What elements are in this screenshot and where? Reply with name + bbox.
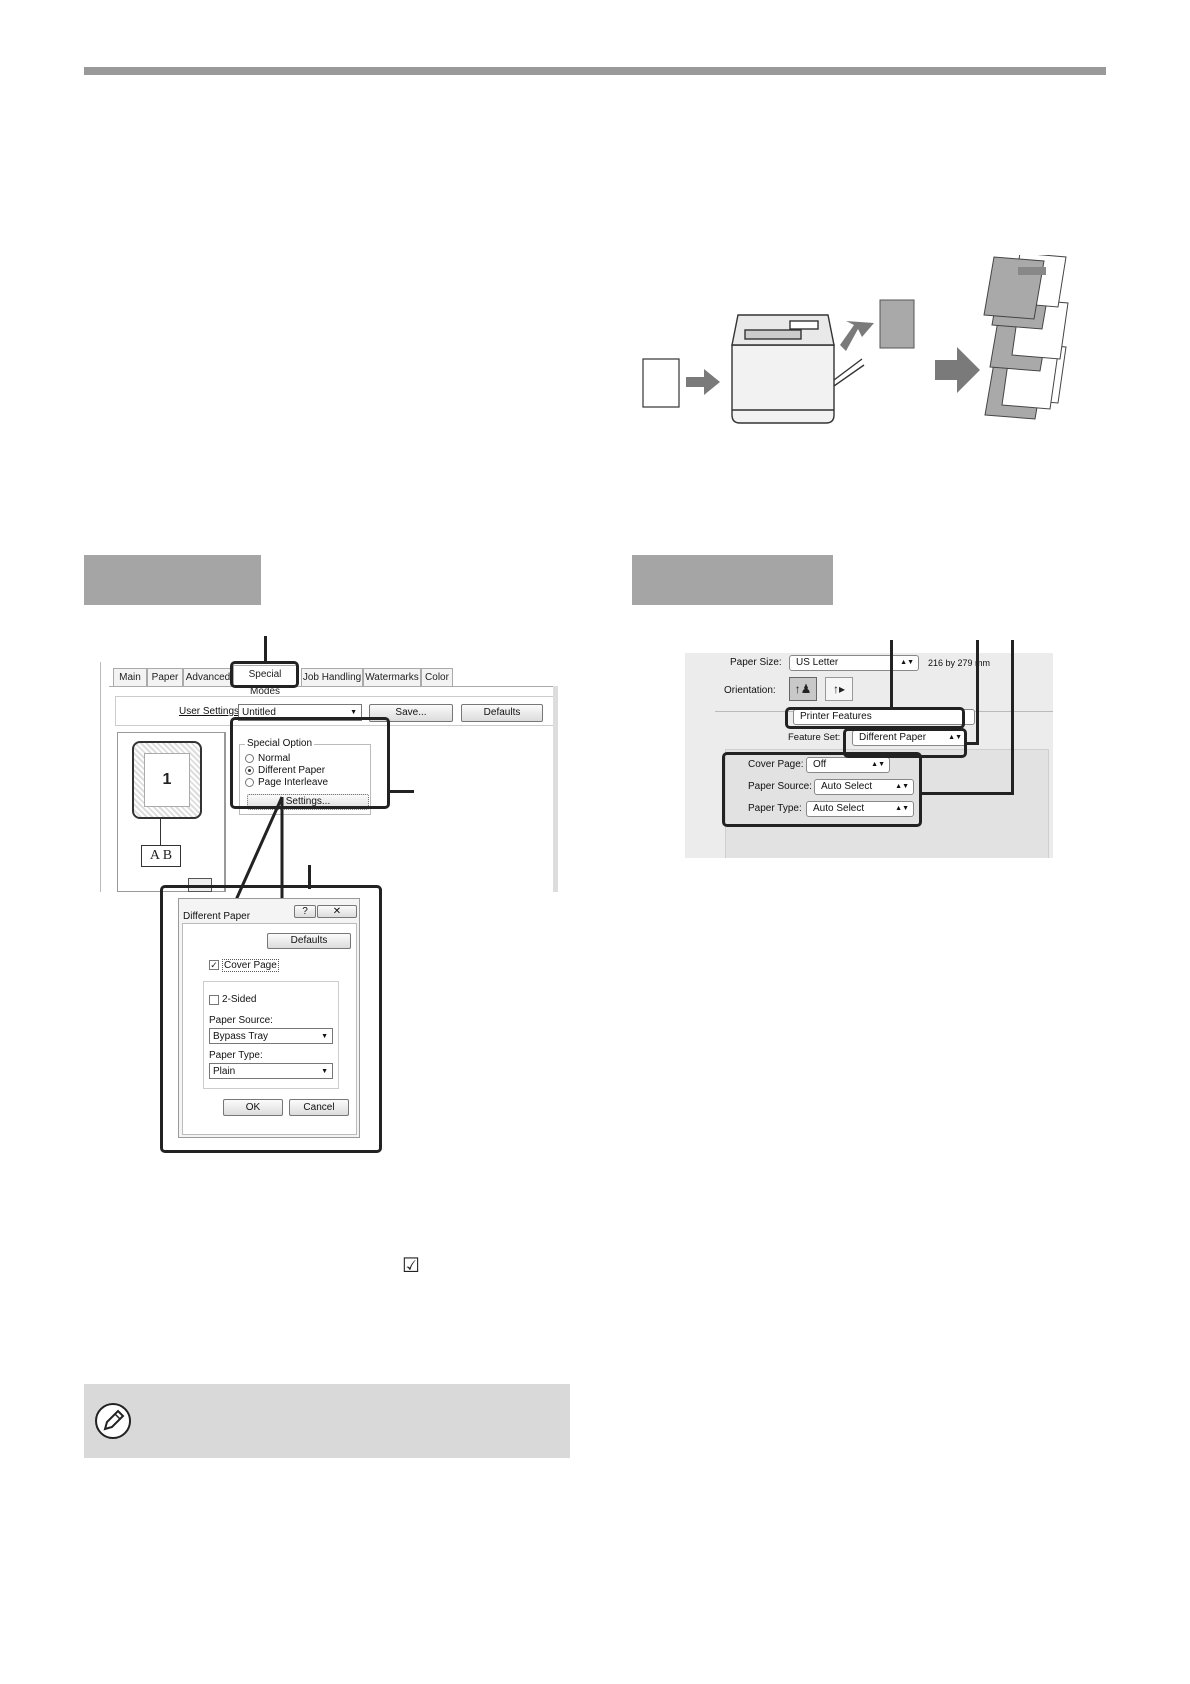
save-button[interactable]: Save... <box>369 704 453 722</box>
tab-special-modes[interactable]: Special Modes <box>233 665 297 697</box>
callout-line-3 <box>308 865 311 889</box>
mac-callout-line-2 <box>976 640 979 745</box>
mac-paper-source-label: Paper Source: <box>748 781 812 792</box>
cancel-button[interactable]: Cancel <box>289 1099 349 1116</box>
landscape-icon[interactable]: ↑▸ <box>825 677 853 701</box>
special-modes-highlight <box>230 661 299 688</box>
tab-color[interactable]: Color <box>421 668 453 686</box>
radio-different-paper[interactable] <box>245 766 254 775</box>
user-settings-select[interactable]: Untitled▼ <box>238 704 362 721</box>
special-option-highlight <box>230 717 390 809</box>
preview-page-icon: 1 <box>132 741 202 819</box>
paper-source-label: Paper Source: <box>209 1015 273 1026</box>
help-button[interactable]: ? <box>294 905 316 918</box>
close-button[interactable]: ✕ <box>317 905 357 918</box>
settings-to-dialog-lines <box>234 796 284 901</box>
callout-line-2 <box>390 790 414 793</box>
orientation-label: Orientation: <box>724 685 776 696</box>
cover-page-label: Cover Page <box>222 959 279 972</box>
mac-print-dialog: Paper Size: US Letter▲▼ 216 by 279 mm Or… <box>685 653 1053 858</box>
radio-page-interleave-label: Page Interleave <box>258 777 329 788</box>
callout-line-1 <box>264 636 267 661</box>
checkbox-checked-icon: ☑ <box>402 1255 420 1277</box>
printer-features-highlight <box>785 707 965 729</box>
preview-pane: 1 A B <box>117 732 225 892</box>
dialog-defaults-button[interactable]: Defaults <box>267 933 351 949</box>
defaults-button[interactable]: Defaults <box>461 704 543 722</box>
tab-divider <box>109 686 558 687</box>
paper-type-select[interactable]: Plain▼ <box>209 1063 333 1079</box>
windows-printer-properties: Main Paper Advanced Special Modes Job Ha… <box>100 662 558 892</box>
dialog-title: Different Paper <box>183 911 251 922</box>
windows-section-label <box>84 555 261 605</box>
paper-arrow-icon <box>686 369 720 395</box>
feature-set-highlight <box>843 728 967 758</box>
ok-button[interactable]: OK <box>223 1099 283 1116</box>
mac-callout-line-1 <box>890 640 893 707</box>
mac-paper-type-label: Paper Type: <box>748 803 802 814</box>
radio-different-paper-label: Different Paper <box>258 765 326 776</box>
tab-advanced[interactable]: Advanced <box>183 668 233 686</box>
header-rule <box>84 67 1106 75</box>
tab-job-handling[interactable]: Job Handling <box>301 668 363 686</box>
cover-sheet-illustration <box>642 255 1069 424</box>
tab-paper[interactable]: Paper <box>147 668 183 686</box>
output-stack-icon <box>983 255 1069 420</box>
pencil-note-icon <box>95 1403 131 1439</box>
radio-page-interleave[interactable] <box>245 778 254 787</box>
cover-sheet-icon <box>642 358 680 408</box>
printer-icon <box>731 314 865 424</box>
paper-source-select[interactable]: Bypass Tray▼ <box>209 1028 333 1044</box>
mac-paper-type-select[interactable]: Auto Select▲▼ <box>806 801 914 817</box>
paper-size-label: Paper Size: <box>730 657 782 668</box>
mac-section-label <box>632 555 833 605</box>
cover-page-checkbox[interactable]: ✓ <box>209 960 219 970</box>
dialog-highlight <box>160 885 382 1153</box>
tab-watermarks[interactable]: Watermarks <box>363 668 421 686</box>
paper-type-label: Paper Type: <box>209 1050 263 1061</box>
note-box <box>84 1384 570 1458</box>
different-paper-dialog: Different Paper ? ✕ Defaults ✓ Cover Pag… <box>178 898 360 1138</box>
feature-set-label: Feature Set: <box>788 732 841 743</box>
two-sided-checkbox[interactable] <box>209 995 219 1005</box>
mac-callout-line-3 <box>1011 640 1014 795</box>
booklet-icon: A B <box>141 845 181 867</box>
paper-size-select[interactable]: US Letter▲▼ <box>789 655 919 671</box>
mac-paper-source-select[interactable]: Auto Select▲▼ <box>814 779 914 795</box>
mac-options-highlight <box>722 752 922 827</box>
scrollbar[interactable] <box>553 686 558 892</box>
tab-main[interactable]: Main <box>113 668 147 686</box>
portrait-icon[interactable]: ↑♟ <box>789 677 817 701</box>
preview-page-number: 1 <box>144 753 190 807</box>
user-settings-label: User Settings: <box>179 706 242 717</box>
mac-cover-page-label: Cover Page: <box>748 759 804 770</box>
special-option-label: Special Option <box>245 738 315 749</box>
two-sided-label: 2-Sided <box>222 994 257 1005</box>
paper-size-dims: 216 by 279 mm <box>928 658 991 668</box>
radio-normal[interactable] <box>245 754 254 763</box>
radio-normal-label: Normal <box>258 753 291 764</box>
